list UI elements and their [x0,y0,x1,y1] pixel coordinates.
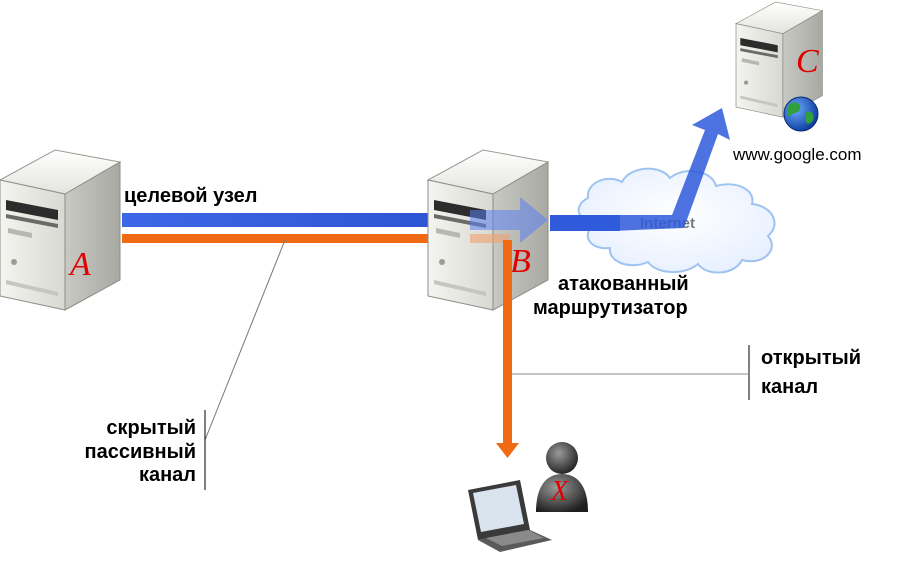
attacked-router-label-line1: атакованный [558,273,689,295]
orange-overlay-through-router [470,234,510,243]
hidden-channel-leader [204,239,286,441]
url-label: www.google.com [733,145,862,164]
node-letter-c: C [796,43,819,80]
orange-down-arrowhead [496,443,519,458]
user-x: X [536,442,588,512]
open-channel-label-line1: открытый [761,347,861,369]
orange-down-line [503,240,512,445]
target-node-label: целевой узел [124,185,258,207]
hidden-channel-label-line2: пассивный [84,441,197,463]
orange-channel-line [122,234,502,243]
server-b: B [427,149,549,311]
node-letter-b: B [510,243,531,280]
attacked-router-label-line2: маршрутизатор [533,297,688,319]
node-letter-x: X [550,476,569,507]
node-letter-a: A [68,246,91,283]
user-icon [536,442,588,512]
blue-up-arrow [612,108,730,231]
blue-to-cloud-line [550,215,620,231]
laptop-icon [468,480,552,552]
hidden-channel-label-line1: скрытый [106,417,196,439]
hidden-channel-label-line3: канал [138,464,196,486]
blue-arrow-through-router [470,197,548,243]
server-c: C [735,1,823,132]
server-a: A [0,149,121,311]
blue-channel-line [122,213,502,227]
server-icon [0,149,121,311]
globe-icon [783,96,819,132]
open-channel-label-line2: канал [761,376,819,398]
